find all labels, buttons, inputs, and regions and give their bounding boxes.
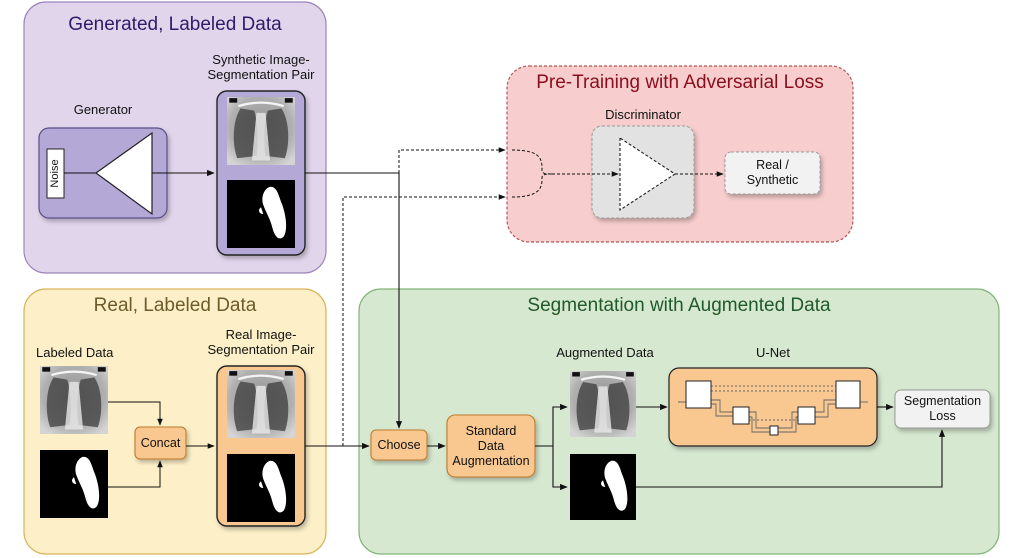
unet-block-2: [732, 406, 750, 425]
labeled-mask-image: [40, 450, 108, 518]
panel-title-generated: Generated, Labeled Data: [68, 14, 282, 35]
real-pair-label-2: Segmentation Pair: [207, 342, 315, 357]
augmented-xray-image: [570, 371, 636, 437]
generator-label: Generator: [73, 102, 133, 117]
std-augmentation-label-3: Augmentation: [452, 454, 530, 468]
labeled-data-label: Labeled Data: [36, 345, 114, 360]
augmented-mask-image: [570, 454, 636, 520]
std-augmentation-label-1: Standard: [465, 424, 517, 438]
unet-block-4: [797, 406, 816, 425]
panel-title-pretraining: Pre-Training with Adversarial Loss: [536, 72, 824, 93]
noise-label: Noise: [49, 159, 61, 188]
unet-block-1: [685, 380, 712, 409]
unet-block-5: [835, 380, 861, 409]
real-mask-image: [227, 454, 295, 522]
synthetic-xray-image: [227, 97, 295, 165]
unet-label: U-Net: [756, 345, 790, 360]
synthetic-pair-label-1: Synthetic Image-: [212, 52, 310, 67]
real-synthetic-label-2: Synthetic: [746, 173, 799, 187]
segmentation-loss-label-2: Loss: [929, 409, 956, 423]
segmentation-loss-label-1: Segmentation: [903, 394, 982, 408]
unet-block-3: [769, 425, 779, 436]
real-synthetic-label-1: Real /: [756, 158, 789, 172]
real-synthetic-box: [724, 151, 821, 195]
synthetic-pair-label-2: Segmentation Pair: [207, 67, 315, 82]
synthetic-mask-image: [227, 180, 295, 248]
choose-label: Choose: [377, 438, 421, 452]
real-pair-label-1: Real Image-: [225, 327, 297, 342]
concat-label: Concat: [140, 436, 181, 450]
choose-box: [370, 429, 428, 461]
segmentation-loss-box: [894, 389, 991, 429]
panel-title-segmentation: Segmentation with Augmented Data: [527, 295, 831, 316]
concat-box: [134, 426, 187, 460]
discriminator-triangle: [619, 136, 677, 212]
std-augmentation-label-2: Data: [477, 439, 505, 453]
augmented-data-label: Augmented Data: [556, 345, 654, 360]
labeled-xray-image: [40, 366, 108, 434]
panel-title-real: Real, Labeled Data: [93, 295, 257, 316]
unet-internals: [678, 385, 868, 433]
discriminator-label: Discriminator: [605, 107, 681, 122]
real-xray-image: [227, 370, 295, 438]
